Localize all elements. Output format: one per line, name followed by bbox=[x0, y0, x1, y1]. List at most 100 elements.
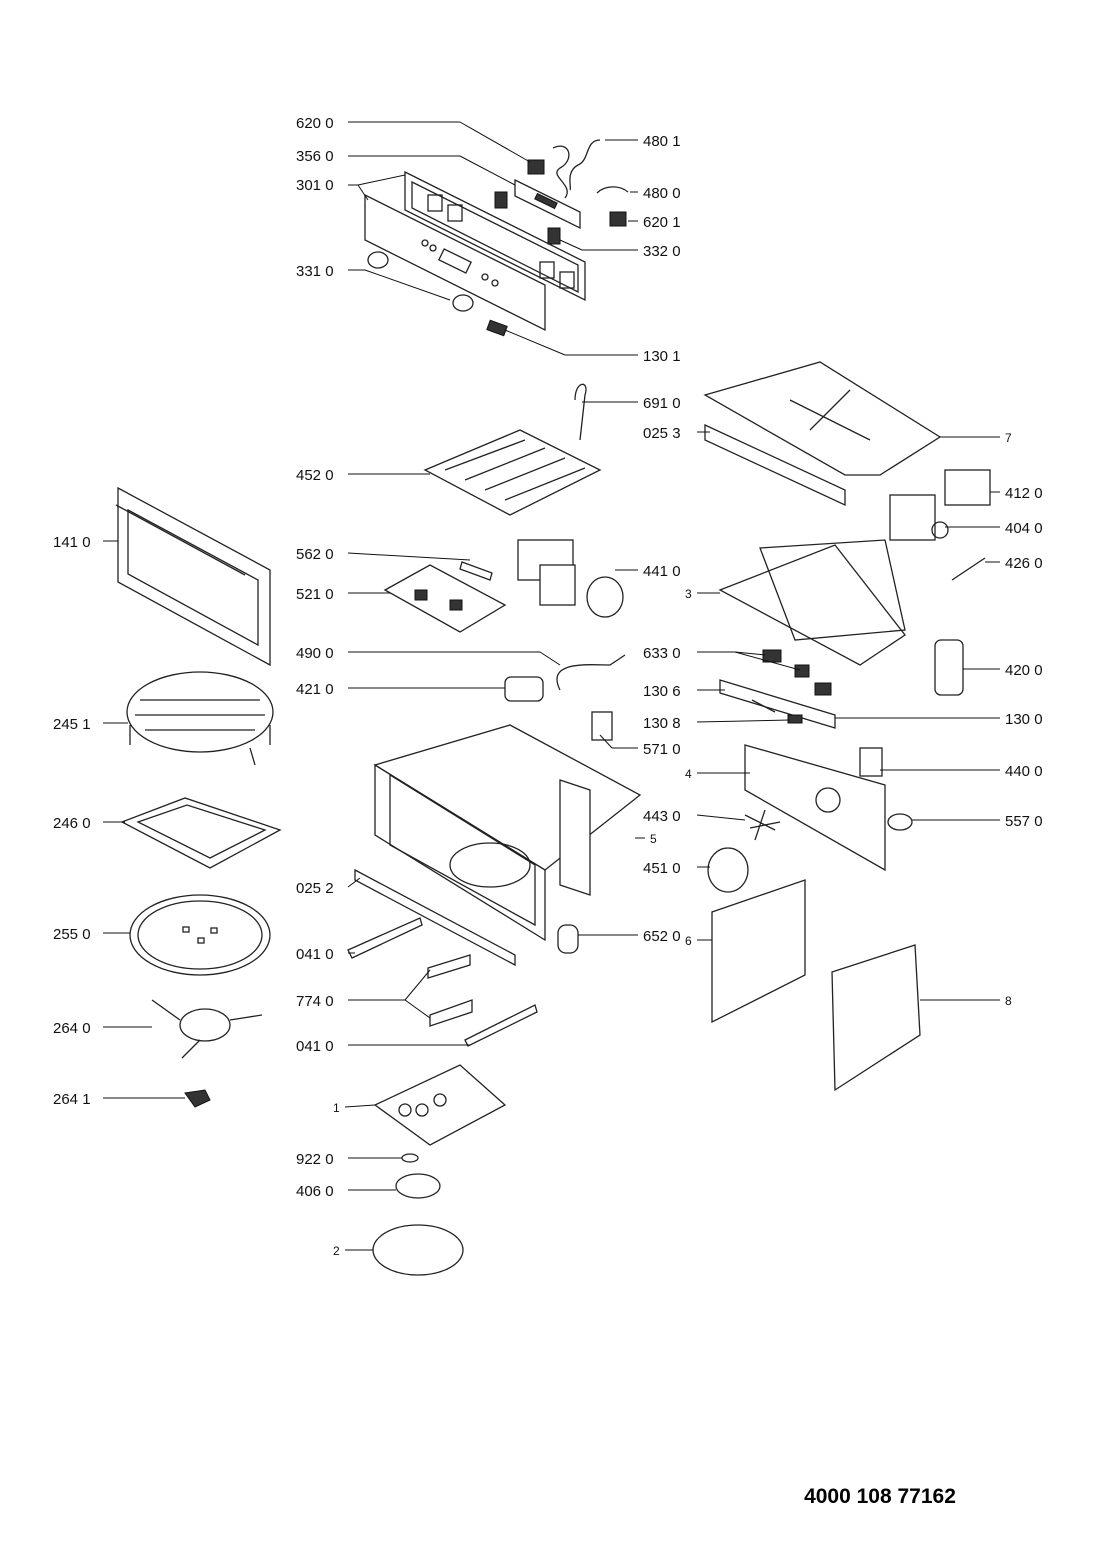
label-130-0: 130 0 bbox=[1005, 711, 1043, 728]
label-130-8: 130 8 bbox=[643, 715, 681, 732]
label-141-0: 141 0 bbox=[53, 534, 91, 551]
side-panel-8 bbox=[831, 944, 921, 1092]
label-571-0: 571 0 bbox=[643, 741, 681, 758]
label-426-0: 426 0 bbox=[1005, 555, 1043, 572]
heating-ring-451 bbox=[707, 847, 749, 893]
label-443-0: 443 0 bbox=[643, 808, 681, 825]
label-8: 8 bbox=[1005, 994, 1012, 1008]
oven-cavity-5 bbox=[373, 724, 642, 942]
relay-633 bbox=[762, 649, 832, 696]
hv-capacitor-420 bbox=[934, 639, 964, 696]
label-025-3: 025 3 bbox=[643, 425, 681, 442]
bracket-332 bbox=[494, 191, 561, 245]
turntable-plate-255 bbox=[129, 894, 271, 976]
wire-harness-480-1 bbox=[552, 139, 601, 199]
base-chassis-3 bbox=[718, 539, 906, 666]
slide-rail-041-a bbox=[347, 917, 423, 959]
label-5: 5 bbox=[650, 832, 657, 846]
leader-lines bbox=[103, 121, 1000, 1251]
label-130-6: 130 6 bbox=[643, 683, 681, 700]
coupler-264-1 bbox=[184, 1089, 211, 1108]
diode-426 bbox=[951, 557, 986, 581]
label-406-0: 406 0 bbox=[296, 1183, 334, 1200]
label-451-0: 451 0 bbox=[643, 860, 681, 877]
label-441-0: 441 0 bbox=[643, 563, 681, 580]
label-420-0: 420 0 bbox=[1005, 662, 1043, 679]
label-6: 6 bbox=[685, 934, 692, 948]
top-cover-7 bbox=[703, 361, 942, 476]
label-922-0: 922 0 bbox=[296, 1151, 334, 1168]
slide-rail-041-b bbox=[464, 1004, 538, 1047]
label-301-0: 301 0 bbox=[296, 177, 334, 194]
label-421-0: 421 0 bbox=[296, 681, 334, 698]
wire-rack-245-1 bbox=[126, 671, 274, 766]
label-025-2: 025 2 bbox=[296, 880, 334, 897]
label-412-0: 412 0 bbox=[1005, 485, 1043, 502]
document-number: 4000 108 77162 bbox=[804, 1485, 956, 1508]
part-130-6 bbox=[751, 699, 776, 713]
motor-cover-2 bbox=[372, 1224, 464, 1276]
label-331-0: 331 0 bbox=[296, 263, 334, 280]
door-141 bbox=[115, 486, 271, 667]
magnetron-404 bbox=[889, 494, 949, 541]
base-plate-1 bbox=[373, 1064, 507, 1146]
baking-tray-246 bbox=[120, 797, 282, 869]
power-board-521 bbox=[383, 564, 507, 633]
capacitor-421 bbox=[504, 676, 544, 702]
part-130-8 bbox=[787, 714, 803, 724]
fan-motor-440 bbox=[859, 747, 883, 777]
thermostat-557 bbox=[887, 813, 913, 831]
label-562-0: 562 0 bbox=[296, 546, 334, 563]
sensor-691 bbox=[574, 383, 587, 441]
label-264-0: 264 0 bbox=[53, 1020, 91, 1037]
label-3: 3 bbox=[685, 587, 692, 601]
label-440-0: 440 0 bbox=[1005, 763, 1043, 780]
fuse-holder-571 bbox=[591, 711, 613, 741]
label-521-0: 521 0 bbox=[296, 586, 334, 603]
label-264-1: 264 1 bbox=[53, 1091, 91, 1108]
label-041-0-bottom: 041 0 bbox=[296, 1038, 334, 1055]
label-332-0: 332 0 bbox=[643, 243, 681, 260]
wire-harness-480-0 bbox=[596, 186, 629, 194]
trim-strip-025-2 bbox=[354, 868, 516, 967]
label-452-0: 452 0 bbox=[296, 467, 334, 484]
label-255-0: 255 0 bbox=[53, 926, 91, 943]
bracket-130-0 bbox=[719, 679, 836, 729]
label-620-1: 620 1 bbox=[643, 214, 681, 231]
label-557-0: 557 0 bbox=[1005, 813, 1043, 830]
trim-strip-025-3 bbox=[704, 423, 846, 507]
label-480-1: 480 1 bbox=[643, 133, 681, 150]
label-652-0: 652 0 bbox=[643, 928, 681, 945]
label-245-1: 245 1 bbox=[53, 716, 91, 733]
knob-331 bbox=[367, 251, 474, 312]
side-panel-6 bbox=[711, 879, 806, 1024]
control-panel-front-301 bbox=[364, 193, 546, 332]
washer-922 bbox=[401, 1153, 419, 1163]
transformer-412 bbox=[944, 469, 991, 506]
switch-620-1 bbox=[609, 211, 627, 227]
convection-fan-motor-441 bbox=[517, 539, 624, 618]
label-356-0: 356 0 bbox=[296, 148, 334, 165]
clip-130-1 bbox=[486, 319, 508, 337]
power-cord-490 bbox=[556, 654, 626, 691]
switch-620 bbox=[527, 159, 545, 175]
label-041-0-top: 041 0 bbox=[296, 946, 334, 963]
foot-652 bbox=[557, 924, 579, 954]
label-246-0: 246 0 bbox=[53, 815, 91, 832]
fan-blade-443 bbox=[744, 809, 781, 841]
label-480-0: 480 0 bbox=[643, 185, 681, 202]
label-1: 1 bbox=[333, 1101, 340, 1115]
turntable-motor-406 bbox=[395, 1173, 441, 1199]
grill-element-452 bbox=[423, 429, 602, 516]
label-774-0: 774 0 bbox=[296, 993, 334, 1010]
label-691-0: 691 0 bbox=[643, 395, 681, 412]
control-board-356 bbox=[514, 178, 581, 230]
fuse-562 bbox=[459, 561, 493, 581]
rear-fan-housing-4 bbox=[744, 744, 886, 872]
label-130-1: 130 1 bbox=[643, 348, 681, 365]
label-2: 2 bbox=[333, 1244, 340, 1258]
roller-support-264 bbox=[151, 999, 263, 1059]
bracket-774 bbox=[427, 954, 473, 1027]
label-4: 4 bbox=[685, 767, 692, 781]
